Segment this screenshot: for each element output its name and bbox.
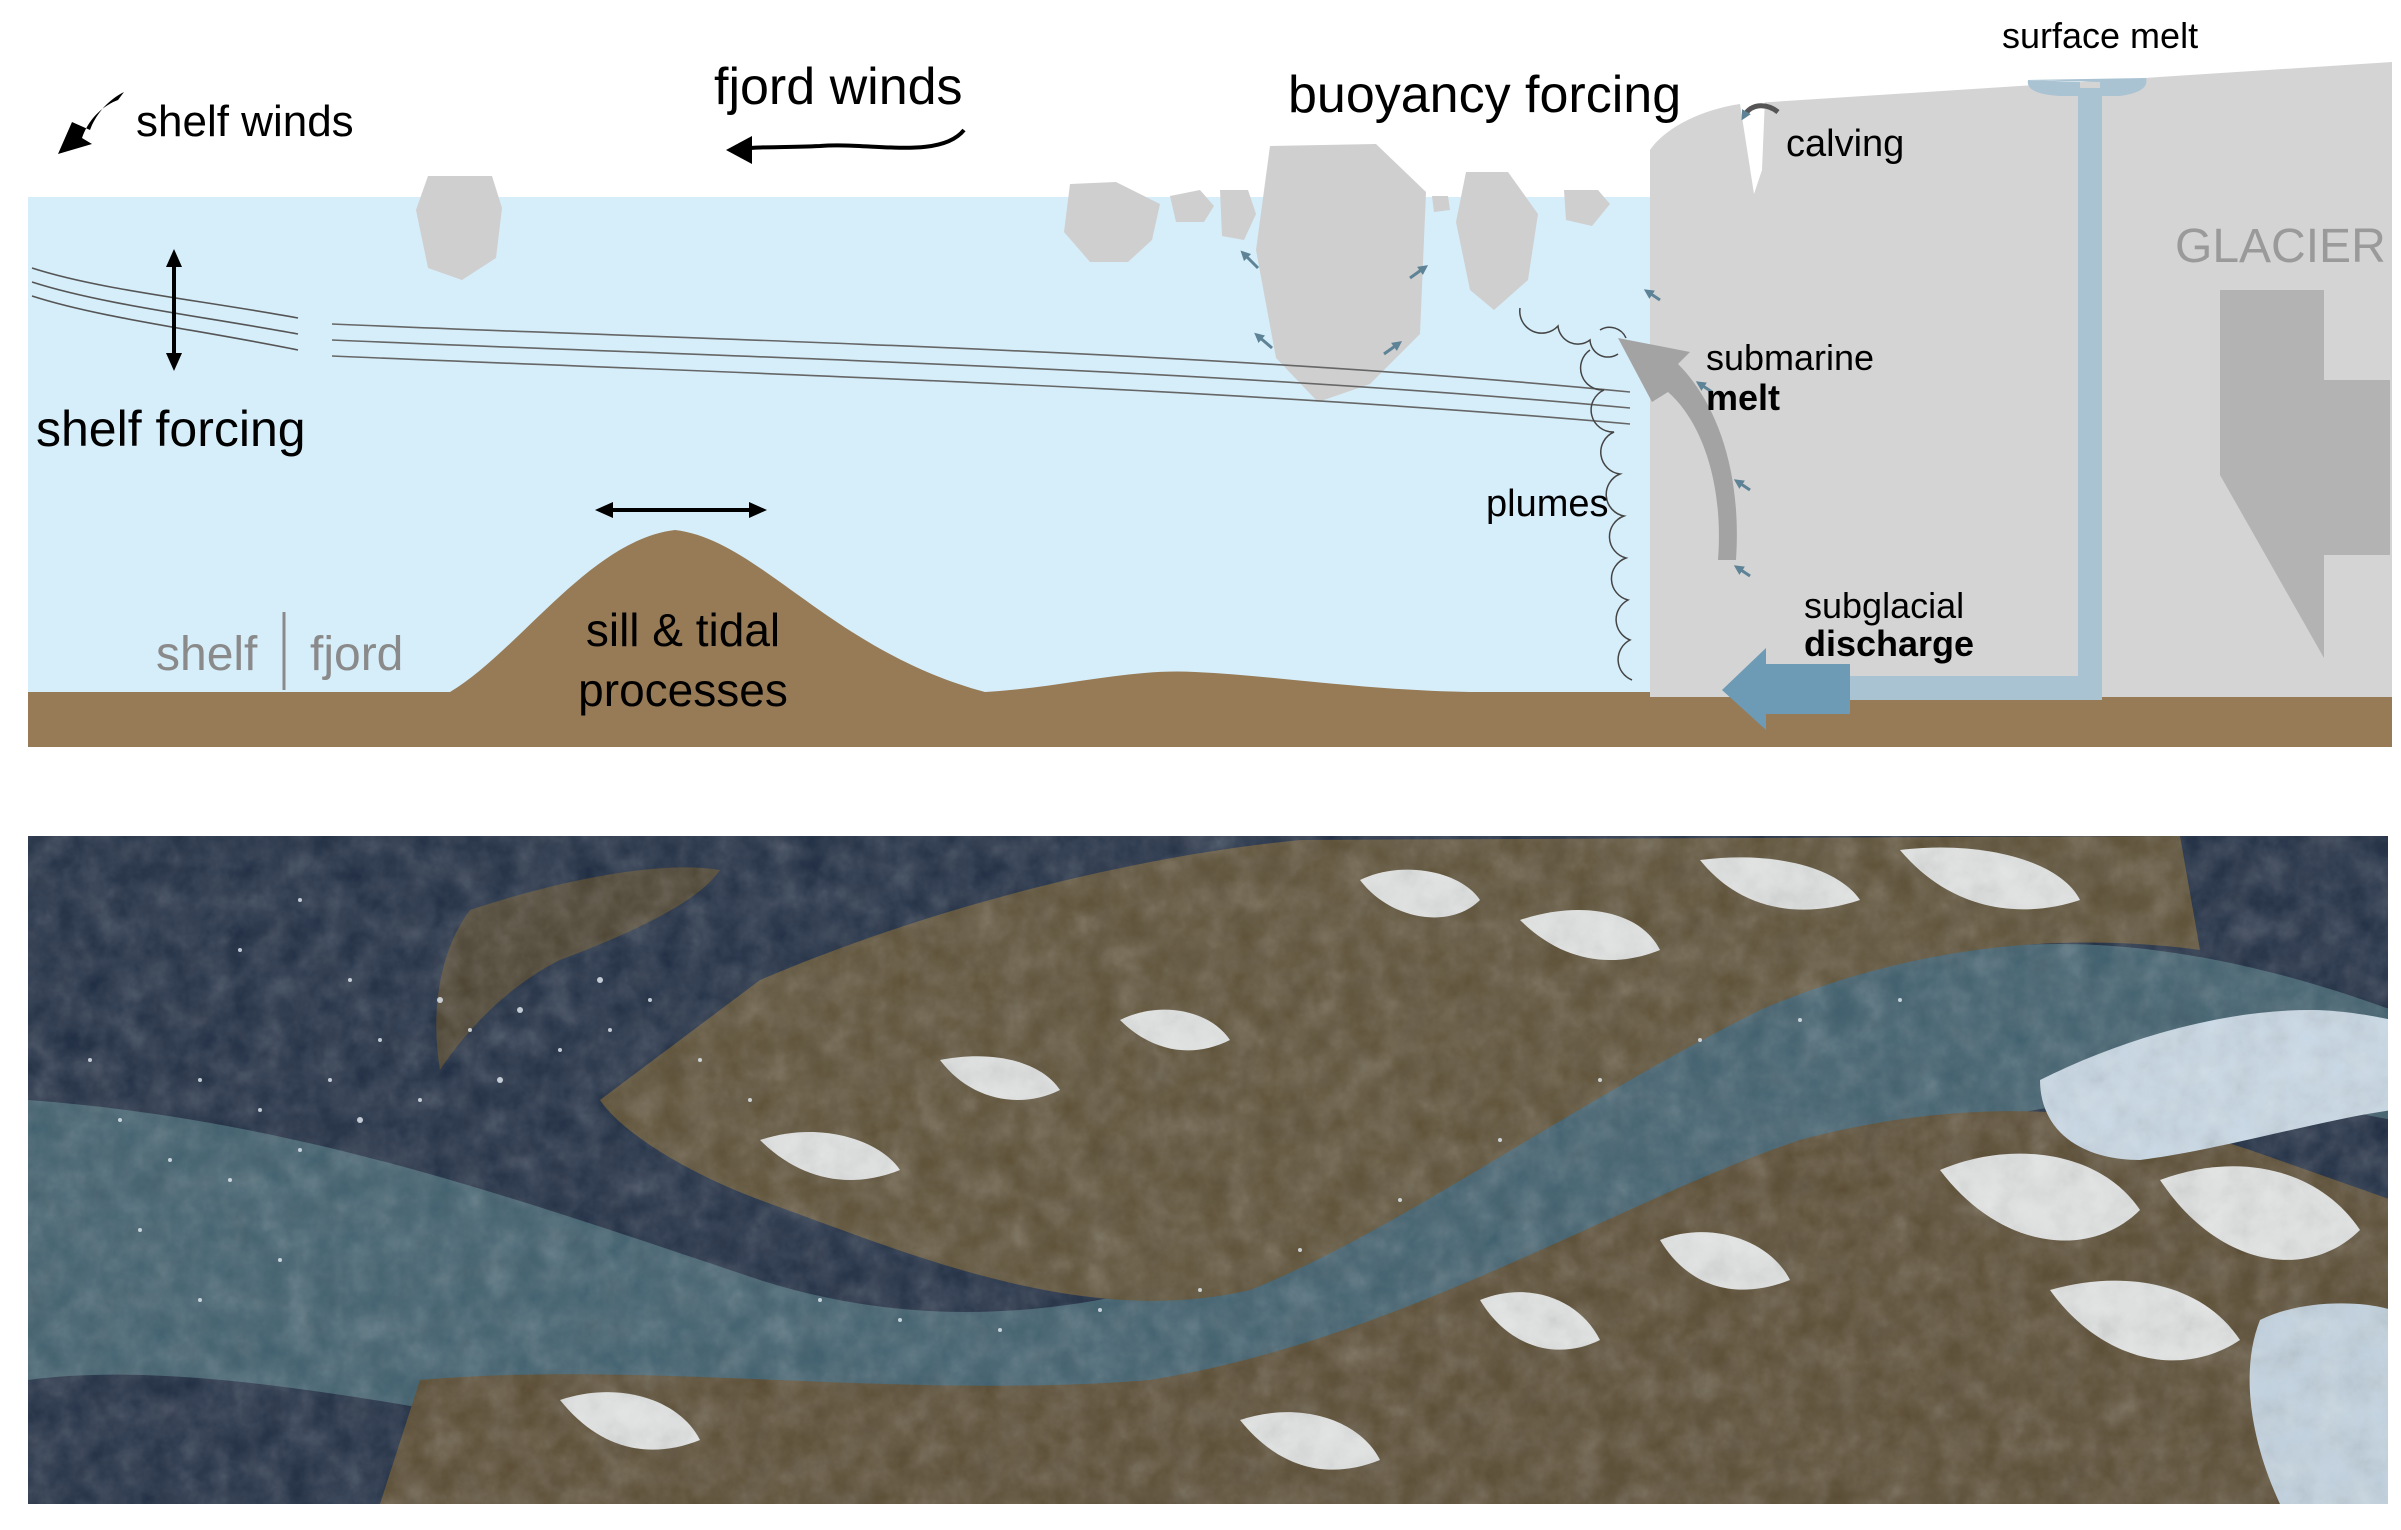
melt-label: melt bbox=[1706, 377, 1780, 418]
plume-arrow bbox=[1618, 338, 1737, 560]
shelf-winds-icon bbox=[58, 92, 124, 154]
discharge-arrow bbox=[1722, 648, 1850, 730]
iceberg bbox=[1432, 196, 1450, 212]
iceberg bbox=[1064, 182, 1160, 262]
surface-melt-label: surface melt bbox=[2002, 15, 2198, 56]
calving-label: calving bbox=[1786, 123, 1904, 165]
glacier-label: GLACIER bbox=[2175, 220, 2386, 273]
fjord-label: fjord bbox=[310, 628, 403, 681]
melt-arrows bbox=[1240, 250, 1751, 578]
iceberg bbox=[1220, 190, 1256, 240]
shelf-label: shelf bbox=[156, 628, 258, 681]
sill-label-line2: processes bbox=[578, 664, 788, 716]
buoyancy-forcing-label: buoyancy forcing bbox=[1288, 66, 1681, 124]
fjord-winds-label: fjord winds bbox=[714, 58, 963, 116]
iceberg bbox=[1456, 172, 1538, 310]
icebergs bbox=[416, 144, 1610, 402]
iceberg bbox=[1256, 144, 1426, 402]
plumes-label: plumes bbox=[1486, 483, 1609, 525]
fjord-winds-arrowhead bbox=[726, 136, 752, 164]
sea-ice-specks bbox=[88, 898, 1902, 1332]
shelf-wave-lines bbox=[31, 267, 299, 351]
ice-flow-arrow bbox=[2220, 290, 2390, 658]
iceberg bbox=[1564, 190, 1610, 226]
fjord-wave-lines bbox=[331, 323, 1631, 425]
surface-melt-channel bbox=[1820, 78, 2147, 700]
submarine-label: submarine bbox=[1706, 337, 1874, 378]
iceberg bbox=[1170, 190, 1214, 222]
calving-notch bbox=[1740, 98, 1765, 194]
sill-label-line1: sill & tidal bbox=[586, 604, 780, 656]
iceberg bbox=[416, 176, 502, 280]
subglacial-label: subglacial bbox=[1804, 585, 1964, 626]
plume-scallops bbox=[1519, 307, 1633, 681]
calving-arrow-icon bbox=[1741, 103, 1780, 121]
shelf-forcing-label: shelf forcing bbox=[36, 401, 306, 457]
shelf-winds-label: shelf winds bbox=[136, 97, 354, 146]
schematic-panel: GLACIER bbox=[28, 15, 2392, 747]
fjord-winds-icon bbox=[732, 128, 966, 154]
satellite-image bbox=[28, 836, 2388, 1504]
discharge-label: discharge bbox=[1804, 623, 1974, 664]
glacier-body bbox=[1650, 62, 2392, 697]
satellite-texture bbox=[28, 836, 2388, 1504]
